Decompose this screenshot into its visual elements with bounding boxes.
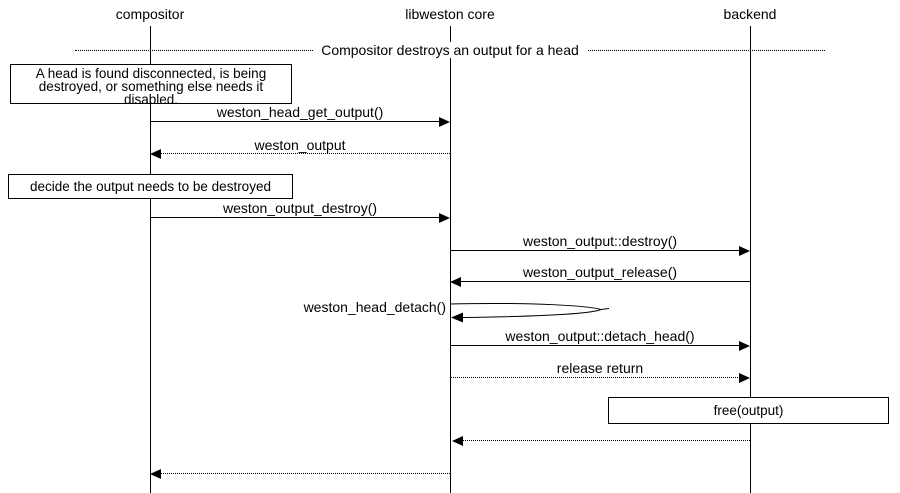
- arrowhead-left-icon: [450, 277, 461, 287]
- arrowhead-left-icon: [150, 149, 161, 159]
- message-line: [461, 281, 750, 282]
- message-line: [450, 377, 740, 378]
- arrowhead-right-icon: [739, 373, 750, 383]
- lifeline-compositor: [150, 26, 151, 493]
- message-label-release-return: release return: [556, 360, 644, 376]
- message-line: [161, 473, 450, 474]
- message-line: [150, 121, 440, 122]
- note-decide-destroy: decide the output needs to be destroyed: [8, 174, 293, 199]
- note-free-output: free(output): [608, 397, 889, 424]
- message-label-weston-output: weston_output: [254, 137, 346, 153]
- message-line: [150, 217, 440, 218]
- note-line: destroyed, or something else needs it: [38, 79, 264, 94]
- divider-label-text: Compositor destroys an output for a head: [313, 42, 587, 58]
- arrowhead-right-icon: [439, 117, 450, 127]
- message-label-weston-head-get-output: weston_head_get_output(): [216, 104, 384, 120]
- lifeline-backend: [750, 26, 751, 493]
- message-label-weston-output-destroy-vfunc: weston_output::destroy(): [522, 233, 678, 249]
- participant-label-compositor: compositor: [115, 6, 185, 22]
- self-message-loop: [450, 302, 610, 323]
- message-label-weston-output-detach-head: weston_output::detach_head(): [505, 328, 695, 344]
- message-line: [450, 345, 740, 346]
- divider-label: Compositor destroys an output for a head: [75, 42, 825, 58]
- message-label-weston-head-detach: weston_head_detach(): [303, 299, 446, 315]
- note-head-disconnected: A head is found disconnected, is being d…: [10, 64, 292, 107]
- arrowhead-left-icon: [451, 312, 463, 323]
- message-line: [161, 153, 450, 154]
- message-label-weston-output-release: weston_output_release(): [522, 264, 678, 280]
- note-line: disabled.: [123, 92, 179, 107]
- message-line: [450, 250, 740, 251]
- arrowhead-left-icon: [452, 436, 463, 446]
- arrowhead-right-icon: [439, 213, 450, 223]
- participant-label-libweston-core: libweston core: [405, 6, 495, 22]
- arrowhead-right-icon: [739, 246, 750, 256]
- participant-label-backend: backend: [723, 6, 777, 22]
- lifeline-libweston-core: [450, 26, 451, 493]
- arrowhead-right-icon: [739, 341, 750, 351]
- arrowhead-left-icon: [150, 469, 161, 479]
- note-line: A head is found disconnected, is being: [35, 66, 267, 81]
- message-line: [463, 440, 750, 441]
- message-label-weston-output-destroy: weston_output_destroy(): [222, 200, 378, 216]
